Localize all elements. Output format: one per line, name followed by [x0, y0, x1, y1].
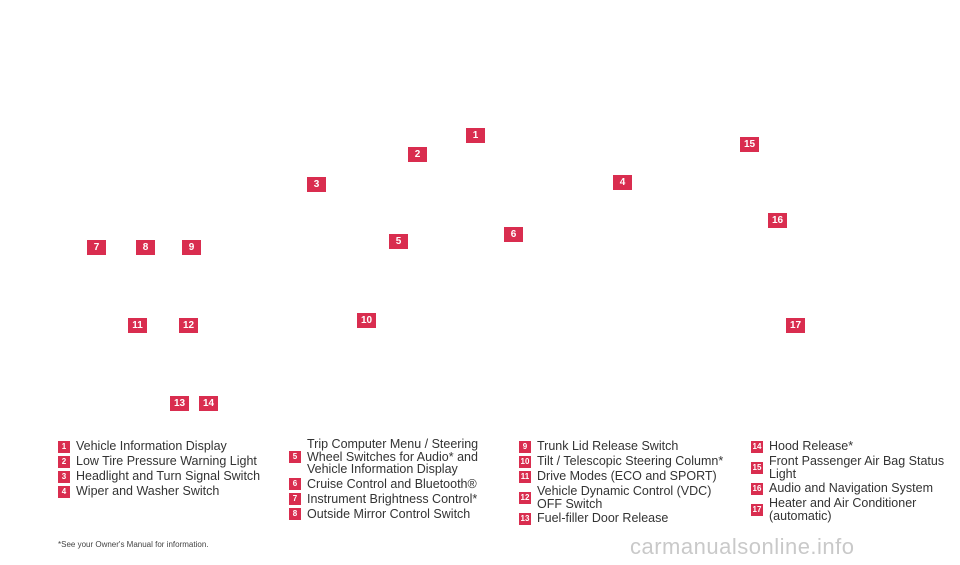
legend-number: 9 [519, 440, 531, 453]
legend-text: Cruise Control and Bluetooth® [307, 476, 477, 491]
legend-number: 11 [519, 470, 531, 483]
callout-badge-8: 8 [136, 240, 155, 255]
legend-number: 3 [58, 470, 70, 483]
legend-number: 16 [751, 482, 763, 495]
legend-item: 11 Drive Modes (ECO and SPORT) [519, 470, 739, 483]
legend-item: 1 Vehicle Information Display [58, 440, 278, 453]
legend-text: Low Tire Pressure Warning Light [76, 454, 257, 468]
legend-item: 14 Hood Release* [751, 440, 951, 453]
legend-text: Trunk Lid Release Switch [537, 439, 679, 453]
callout-badge-9: 9 [182, 240, 201, 255]
legend-item: 10 Tilt / Telescopic Steering Column* [519, 455, 739, 468]
legend-item: 4 Wiper and Washer Switch [58, 485, 278, 498]
legend-number: 13 [519, 512, 531, 525]
legend-item: 16 Audio and Navigation System [751, 482, 951, 495]
legend-text: Heater and Air Conditioner (automatic) [769, 496, 917, 523]
legend-text: Vehicle Information Display [76, 439, 227, 453]
legend-item: 5 Trip Computer Menu / Steering Wheel Swi… [289, 438, 489, 476]
legend-item: 15 Front Passenger Air Bag Status Light [751, 455, 951, 480]
legend-number: 5 [289, 450, 301, 463]
legend-number: 15 [751, 461, 763, 474]
legend-number: 2 [58, 455, 70, 468]
legend-text: Tilt / Telescopic Steering Column* [537, 454, 724, 468]
legend-item: 7 Instrument Brightness Control* [289, 491, 489, 506]
legend-text: Audio and Navigation System [769, 481, 933, 495]
legend-item: 17 Heater and Air Conditioner (automatic) [751, 497, 951, 522]
legend-text: Fuel-filler Door Release [537, 511, 669, 525]
callout-badge-2: 2 [408, 147, 427, 162]
callout-badge-1: 1 [466, 128, 485, 143]
legend-text: Front Passenger Air Bag Status Light [769, 454, 945, 481]
legend-number: 7 [289, 493, 301, 505]
legend-text: Hood Release* [769, 439, 854, 453]
legend-item: 12 Vehicle Dynamic Control (VDC) OFF Swit… [519, 485, 739, 510]
callout-badge-3: 3 [307, 177, 326, 192]
legend-item: 6 Cruise Control and Bluetooth® [289, 476, 489, 491]
legend-text: Headlight and Turn Signal Switch [76, 469, 261, 483]
legend-number: 10 [519, 455, 531, 468]
legend-text: Drive Modes (ECO and SPORT) [537, 469, 717, 483]
legend-item: 3 Headlight and Turn Signal Switch [58, 470, 278, 483]
callout-badge-11: 11 [128, 318, 147, 333]
legend-number: 4 [58, 485, 70, 498]
legend-text: Trip Computer Menu / Steering Wheel Swit… [307, 437, 479, 476]
legend-column-3: 9 Trunk Lid Release Switch 10 Tilt / Teles… [519, 440, 739, 527]
legend-column-2: 5 Trip Computer Menu / Steering Wheel Swi… [289, 438, 489, 523]
legend-item: 8 Outside Mirror Control Switch [289, 506, 489, 521]
callout-badge-13: 13 [170, 396, 189, 411]
legend-number: 6 [289, 478, 301, 490]
legend-text: Wiper and Washer Switch [76, 484, 220, 498]
legend-number: 1 [58, 440, 70, 453]
callout-badge-16: 16 [768, 213, 787, 228]
callout-badge-10: 10 [357, 313, 376, 328]
callout-badge-14: 14 [199, 396, 218, 411]
legend-item: 13 Fuel-filler Door Release [519, 512, 739, 525]
callout-badge-5: 5 [389, 234, 408, 249]
watermark: carmanualsonline.info [630, 534, 855, 559]
legend-number: 17 [751, 503, 763, 516]
callout-badge-7: 7 [87, 240, 106, 255]
legend-text: Instrument Brightness Control* [307, 491, 478, 506]
callout-badge-17: 17 [786, 318, 805, 333]
legend-column-1: 1 Vehicle Information Display 2 Low Tire P… [58, 440, 278, 500]
callout-badge-4: 4 [613, 175, 632, 190]
legend-column-4: 14 Hood Release* 15 Front Passenger Air Ba… [751, 440, 951, 524]
legend-item: 9 Trunk Lid Release Switch [519, 440, 739, 453]
callout-badge-12: 12 [179, 318, 198, 333]
callout-badge-15: 15 [740, 137, 759, 152]
legend-text: Vehicle Dynamic Control (VDC) OFF Switch [537, 484, 712, 511]
legend-number: 12 [519, 491, 531, 504]
legend-text: Outside Mirror Control Switch [307, 506, 471, 521]
callout-badge-6: 6 [504, 227, 523, 242]
footnote: *See your Owner's Manual for information… [58, 540, 209, 549]
legend-number: 8 [289, 508, 301, 520]
legend-item: 2 Low Tire Pressure Warning Light [58, 455, 278, 468]
legend-number: 14 [751, 440, 763, 453]
